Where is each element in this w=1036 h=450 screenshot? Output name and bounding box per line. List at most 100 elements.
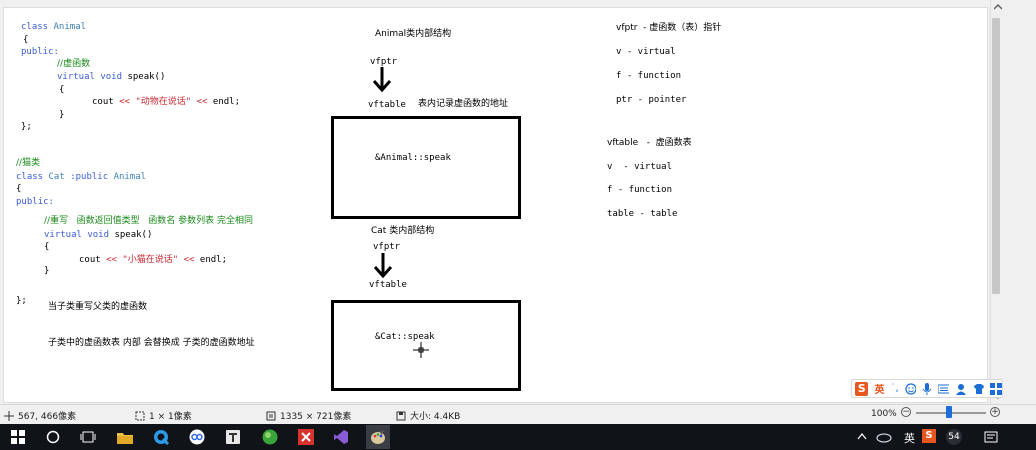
cloud-app-icon[interactable] [189, 429, 205, 445]
microphone-icon[interactable] [922, 382, 932, 395]
cloud-tray-icon[interactable] [876, 431, 892, 443]
function-name: speak() [127, 72, 166, 82]
arrow-down-icon [373, 253, 393, 279]
sogou-tray-icon[interactable]: S [922, 429, 936, 443]
code-token: cout [79, 255, 101, 265]
keyword: virtual void [57, 72, 123, 82]
code-line-cat-class: class Cat :public Animal [16, 172, 146, 183]
code-token: cout [92, 97, 114, 107]
code-line-cout: cout << "小猫在说话" << endl; [79, 255, 227, 266]
cat-structure-title: Cat 类内部结构 [371, 226, 435, 236]
keyboard-icon[interactable] [937, 384, 950, 394]
code-token: endl; [212, 97, 240, 107]
disk-icon [396, 411, 406, 420]
cat-vftable-entry: &Cat::speak [375, 332, 435, 342]
scroll-up-icon[interactable] [994, 3, 1002, 11]
image-size-value: 1335 × 721像素 [280, 412, 352, 422]
tray-ime-language[interactable]: 英 [904, 432, 915, 445]
typora-icon[interactable] [225, 429, 241, 445]
glossary-table: table - table [607, 209, 678, 219]
folder-icon[interactable] [117, 431, 133, 444]
code-token: endl; [199, 255, 227, 265]
cursor-position-value: 567, 466像素 [18, 412, 77, 422]
taskbar-app-baidu[interactable] [187, 427, 207, 447]
code-brace: { [44, 242, 50, 252]
notification-center-icon[interactable] [984, 430, 998, 444]
taskbar-app-visual-studio[interactable] [331, 427, 351, 447]
class-name: Animal [53, 22, 87, 32]
glossary-f: f - function [616, 71, 682, 81]
code-token: << [119, 97, 130, 107]
zoom-slider-thumb[interactable] [946, 406, 952, 418]
selection-size: 1 × 1像素 [135, 409, 192, 422]
selection-size-value: 1 × 1像素 [149, 412, 192, 422]
notification-badge[interactable]: 54 [946, 429, 962, 445]
string-literal: "小猫在说话" [122, 255, 179, 265]
grid-menu-icon[interactable] [990, 382, 1003, 395]
zoom-in-button[interactable]: + [990, 407, 1000, 417]
code-token: << [106, 255, 117, 265]
paint-palette-icon[interactable] [370, 429, 386, 445]
taskbar-app-globe[interactable] [260, 427, 280, 447]
start-button[interactable] [8, 427, 28, 447]
taskbar-app-paint-active[interactable] [366, 425, 390, 449]
task-view-button[interactable] [78, 427, 98, 447]
arrow-down-icon [372, 67, 392, 93]
windows-logo-icon[interactable] [11, 430, 25, 444]
taskbar-app-explorer[interactable] [115, 427, 135, 447]
zoom-level: 100% [871, 409, 897, 419]
ime-punct[interactable]: ˙, [890, 383, 899, 394]
animal-structure-title: Animal类内部结构 [375, 29, 452, 39]
cat-vfptr-label: vfptr [373, 242, 401, 252]
visual-studio-icon[interactable] [333, 429, 349, 445]
shirt-icon[interactable] [973, 383, 985, 395]
image-size: 1335 × 721像素 [266, 409, 351, 422]
tray-expand-icon[interactable] [857, 432, 867, 440]
sogou-logo-icon[interactable]: S [855, 381, 869, 396]
class-name: Animal [113, 172, 147, 182]
note-override: 当子类重写父类的虚函数 [48, 302, 148, 312]
crosshair-cursor-icon [413, 342, 429, 358]
user-icon[interactable] [955, 383, 967, 395]
ime-toolbar[interactable]: S 英 ˙, [851, 379, 1003, 398]
glossary-v: v - virtual [607, 162, 673, 172]
class-name: Cat [48, 172, 65, 182]
glossary-vfptr: vfptr - 虚函数（表）指针 [616, 23, 722, 33]
emoji-icon[interactable] [905, 382, 917, 395]
browser-icon[interactable] [153, 429, 169, 445]
xmind-icon[interactable] [298, 429, 314, 445]
code-comment-override: //重写 函数返回值类型 函数名 参数列表 完全相同 [44, 216, 253, 226]
cursor-position: 567, 466像素 [4, 409, 76, 422]
glossary-ptr: ptr - pointer [616, 95, 687, 105]
animal-vfptr-label: vfptr [370, 57, 398, 67]
code-brace: }; [21, 122, 32, 132]
glossary-v: v - virtual [616, 47, 676, 57]
glossary-vftable: vftable - 虚函数表 [607, 138, 692, 148]
animal-vftable-desc: 表内记录虚函数的地址 [418, 99, 509, 109]
status-bar: 567, 466像素 1 × 1像素 1335 × 721像素 大小: 4.4K… [0, 404, 1036, 425]
code-line-speak: virtual void speak() [57, 72, 165, 83]
code-token: << [196, 97, 208, 107]
scrollbar-thumb[interactable] [992, 18, 1000, 294]
image-dimensions-icon [266, 411, 276, 420]
keyword: class [16, 172, 44, 182]
code-line-speak: virtual void speak() [44, 230, 152, 241]
taskbar-app-typora[interactable] [223, 427, 243, 447]
ime-mode[interactable]: 英 [874, 385, 885, 396]
taskbar: 英 S 54 [0, 424, 1036, 450]
taskbar-app-xmind[interactable] [296, 427, 316, 447]
search-button[interactable] [43, 427, 63, 447]
keyword: virtual void [44, 230, 110, 240]
globe-app-icon[interactable] [262, 429, 278, 445]
animal-vftable-entry: &Animal::speak [375, 153, 451, 163]
taskbar-app-browser[interactable] [151, 427, 171, 447]
cat-vftable-box [331, 300, 521, 391]
cat-vftable-label: vftable [369, 280, 407, 290]
cortana-circle-icon[interactable] [46, 430, 60, 444]
zoom-out-button[interactable]: − [901, 407, 911, 417]
file-size-value: 大小: 4.4KB [410, 412, 461, 422]
task-view-icon[interactable] [80, 431, 96, 443]
code-brace: { [16, 184, 22, 194]
code-token: << [183, 255, 195, 265]
code-public: public: [21, 47, 59, 57]
